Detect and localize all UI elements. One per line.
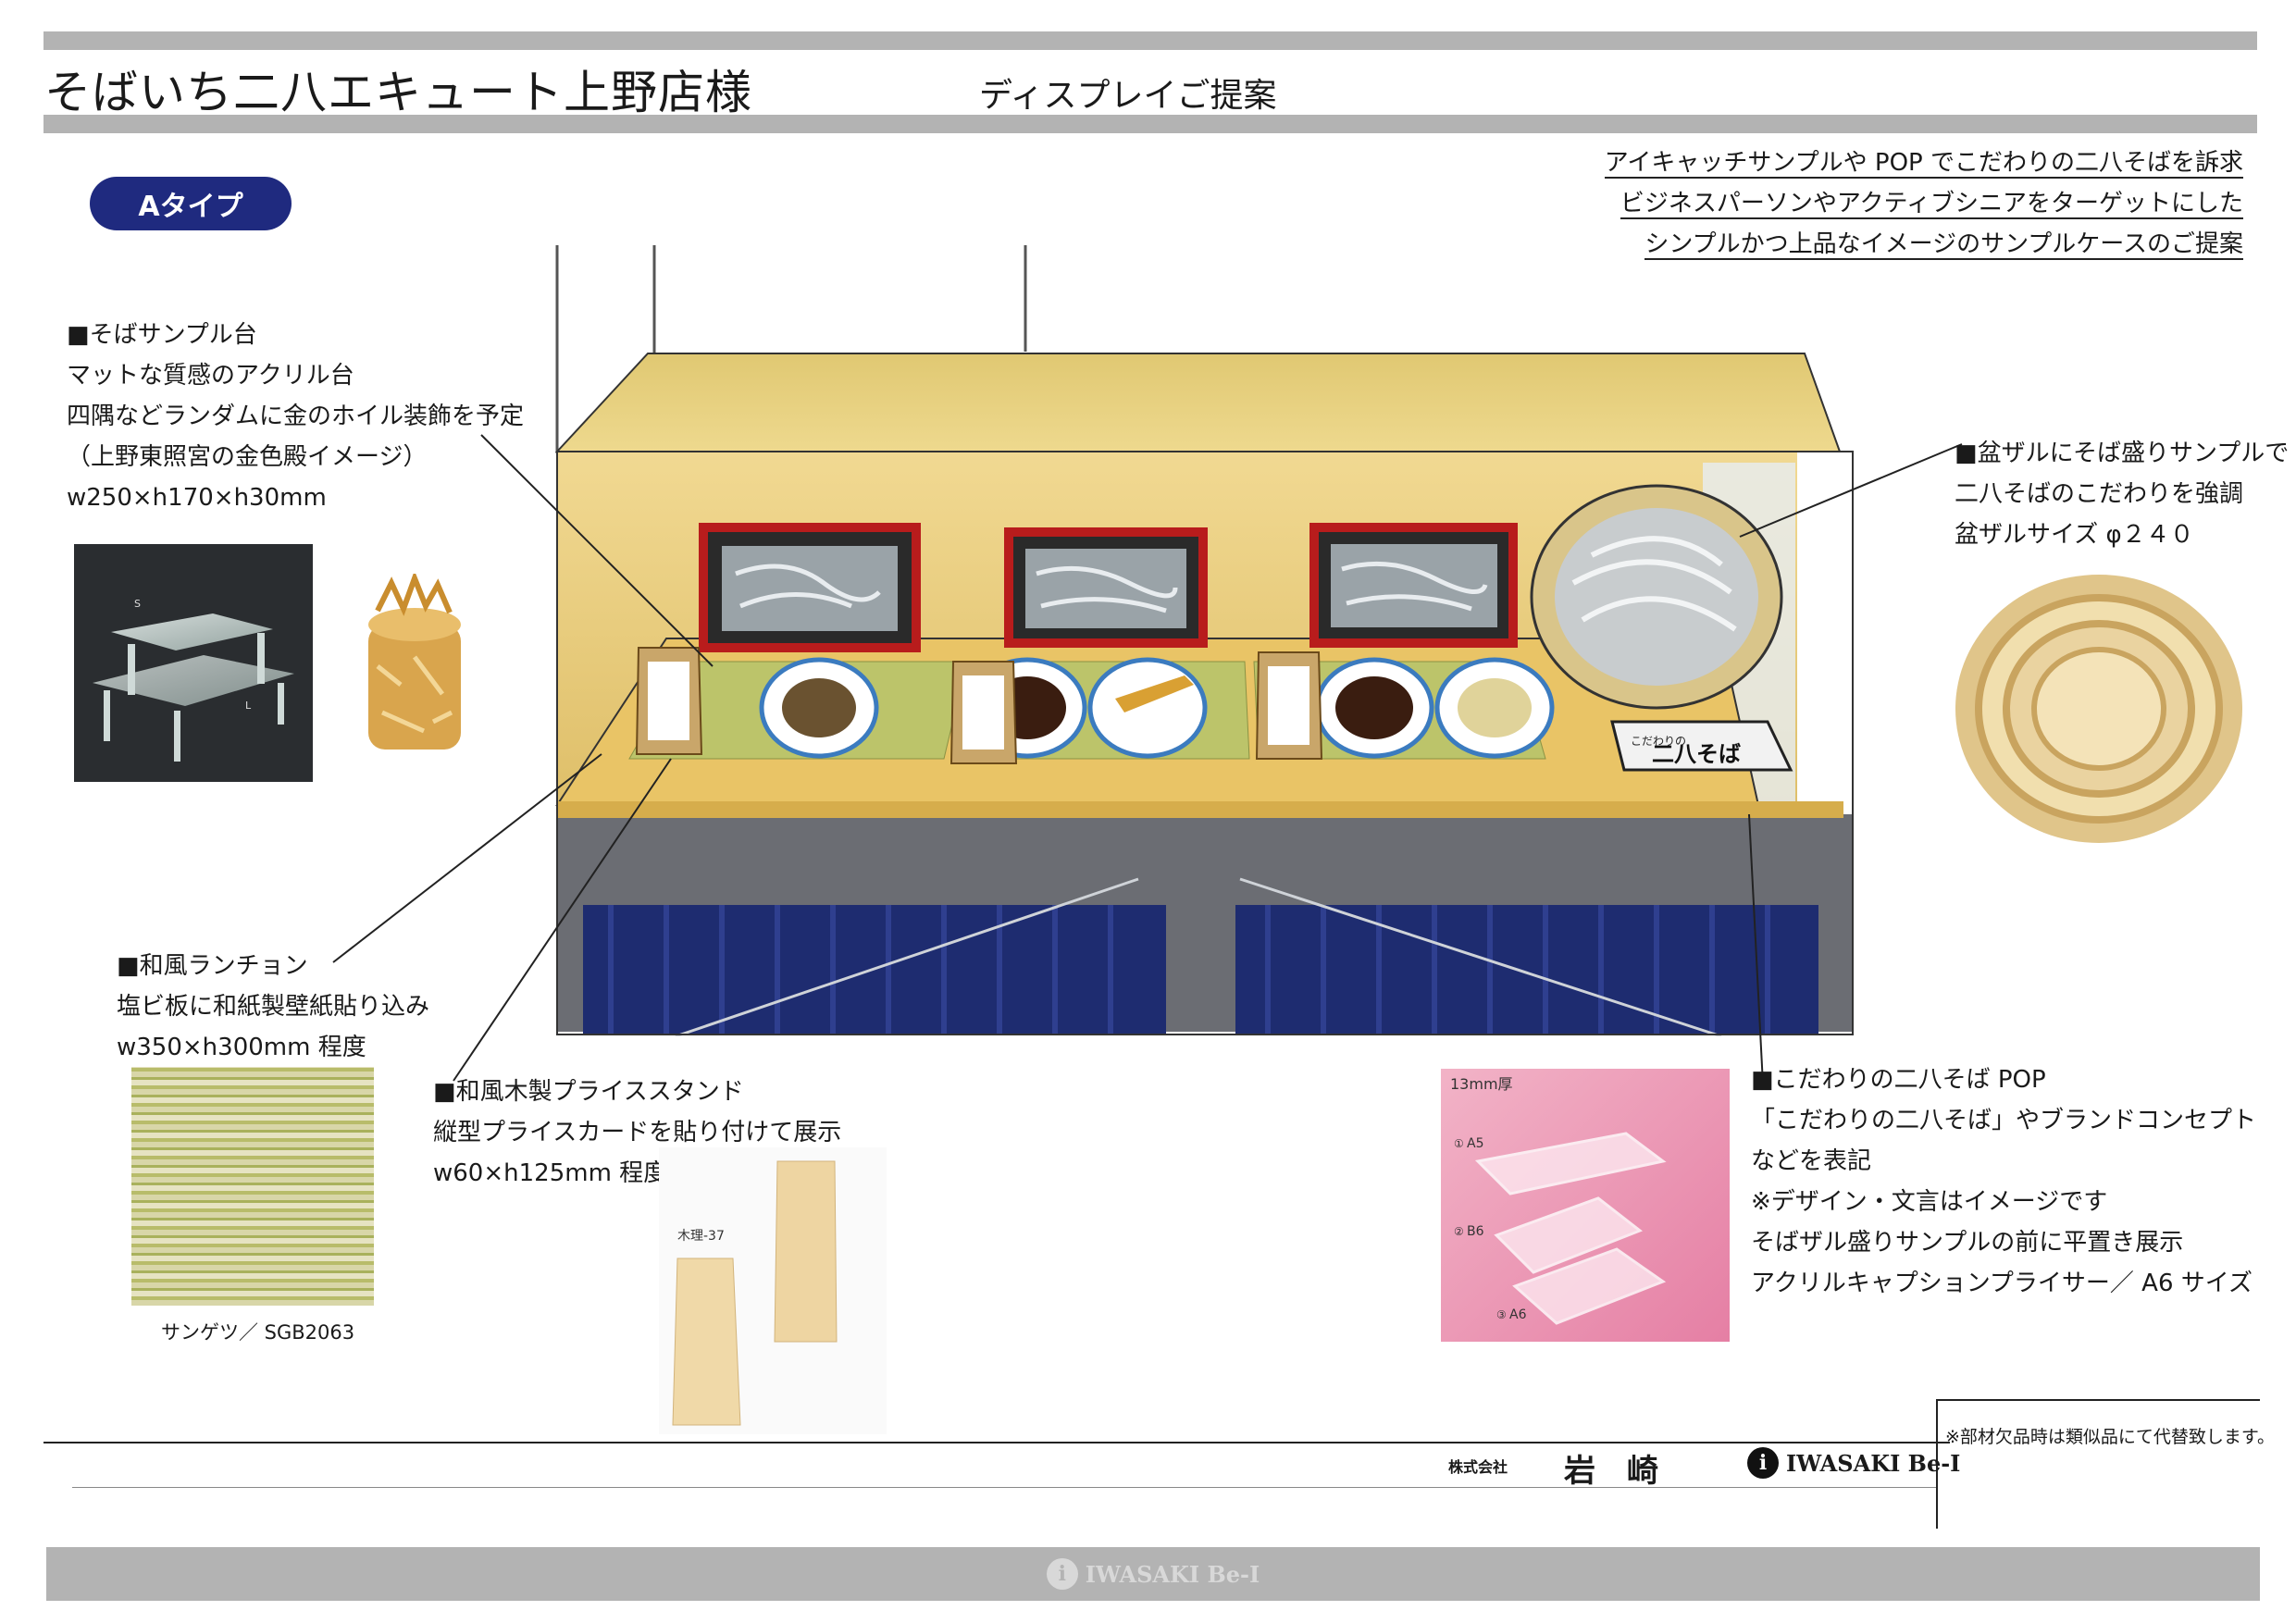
note-line: 塩ビ板に和紙製壁紙貼り込み — [117, 993, 430, 1021]
header-top-bar — [43, 31, 2257, 50]
note-price-stand: ■和風木製プライススタンド 縦型プライスカードを貼り付けて展示 w60×h125… — [433, 1072, 841, 1194]
note-line: 二八そばのこだわりを強調 — [1955, 480, 2244, 508]
note-soba-stand: ■そばサンプル台 マットな質感のアクリル台 四隅などランダムに金のホイル装飾を予… — [67, 315, 524, 518]
brand-logo: i IWASAKI Be-I — [1747, 1447, 1960, 1479]
pop-sign-small: こだわりの — [1631, 735, 1686, 748]
bottom-brand-mark-icon: i — [1046, 1558, 1078, 1590]
header-bottom-bar — [43, 115, 2257, 133]
wallpaper-swatch — [131, 1067, 374, 1306]
type-badge: Aタイプ — [90, 177, 292, 230]
note-line: 「こだわりの二八そば」やブランドコンセプト — [1751, 1107, 2257, 1134]
pop-sign-text: 二八そば — [1652, 741, 1741, 767]
note-line: 盆ザルサイズ φ２４０ — [1955, 521, 2194, 549]
note-line: などを表記 — [1751, 1147, 1872, 1175]
note-line: そばザル盛りサンプルの前に平置き展示 — [1751, 1229, 2184, 1257]
note-line: （上野東照宮の金色殿イメージ） — [67, 443, 428, 471]
acrylic-size-a6: A6 — [1509, 1307, 1527, 1322]
footer-divider — [1936, 1399, 1938, 1529]
wallpaper-caption: サンゲツ／ SGB2063 — [161, 1321, 355, 1344]
stand-label-l: L — [245, 700, 252, 712]
footer-rule-bottom — [72, 1487, 1936, 1488]
company-prefix: 株式会社 — [1448, 1458, 1508, 1476]
acrylic-stand-photo: S L — [74, 544, 313, 782]
stand-label-s: S — [134, 598, 141, 610]
pitch-line: アイキャッチサンプルや POP でこだわりの二八そばを訴求 — [1604, 149, 2243, 179]
note-heading: ■盆ザルにそば盛りサンプルで — [1955, 440, 2290, 467]
note-line: ※デザイン・文言はイメージです — [1751, 1188, 2108, 1216]
note-heading: ■和風ランチョン — [117, 952, 308, 980]
note-line: アクリルキャプションプライサー／ A6 サイズ — [1751, 1270, 2253, 1297]
acrylic-num-3: ③ — [1496, 1308, 1507, 1321]
pitch-line: ビジネスパーソンやアクティブシニアをターゲットにした — [1620, 190, 2243, 219]
note-heading: ■そばサンプル台 — [67, 321, 257, 349]
note-line: マットな質感のアクリル台 — [67, 362, 354, 390]
wood-label: 木理-37 — [677, 1229, 725, 1244]
company-name: 岩 崎 — [1564, 1453, 1658, 1490]
note-line: w250×h170×h30mm — [67, 484, 327, 512]
note-heading: ■こだわりの二八そば POP — [1751, 1066, 2046, 1094]
footer-disclaimer: ※部材欠品時は類似品にて代替致します。 — [1945, 1427, 2276, 1447]
bon-zaru-photo — [1951, 570, 2247, 848]
note-line: 四隅などランダムに金のホイル装飾を予定 — [67, 403, 525, 430]
gold-foil-photo — [359, 570, 470, 768]
page-title: そばいち二八エキュート上野店様 — [44, 66, 752, 119]
display-case-illustration: こだわりの 二八そば — [546, 241, 1860, 1038]
bottom-brand: IWASAKI Be-I — [1085, 1560, 1260, 1588]
bottom-bar: i IWASAKI Be-I — [46, 1547, 2260, 1601]
pitch-text: アイキャッチサンプルや POP でこだわりの二八そばを訴求 ビジネスパーソンやア… — [1604, 142, 2243, 265]
acrylic-size-a5: A5 — [1467, 1136, 1483, 1151]
footer-rule-right — [1936, 1399, 2260, 1401]
acrylic-size-b6: B6 — [1467, 1224, 1484, 1239]
note-zaru: ■盆ザルにそば盛りサンプルで 二八そばのこだわりを強調 盆ザルサイズ φ２４０ — [1955, 433, 2289, 555]
brand-mark-icon: i — [1747, 1447, 1779, 1479]
note-line: w350×h300mm 程度 — [117, 1034, 366, 1061]
wood-stand-photo: 木理-37 — [659, 1147, 887, 1434]
acrylic-num-2: ② — [1454, 1225, 1464, 1238]
acrylic-thickness-label: 13mm厚 — [1450, 1075, 1513, 1093]
page-subtitle: ディスプレイご提案 — [979, 77, 1277, 115]
brand-name: IWASAKI Be-I — [1786, 1449, 1961, 1477]
acrylic-num-1: ① — [1454, 1137, 1464, 1150]
pitch-line: シンプルかつ上品なイメージのサンプルケースのご提案 — [1644, 230, 2243, 260]
footer-rule-top — [43, 1442, 1950, 1443]
note-line: 縦型プライスカードを貼り付けて展示 — [433, 1119, 842, 1146]
note-heading: ■和風木製プライススタンド — [433, 1078, 744, 1106]
note-line: w60×h125mm 程度 — [433, 1159, 668, 1187]
note-pop: ■こだわりの二八そば POP 「こだわりの二八そば」やブランドコンセプト などを… — [1751, 1059, 2256, 1304]
acrylic-plate-photo: 13mm厚 ① A5 ② B6 ③ A6 — [1441, 1069, 1730, 1342]
note-luncheon: ■和風ランチョン 塩ビ板に和紙製壁紙貼り込み w350×h300mm 程度 — [117, 946, 429, 1068]
